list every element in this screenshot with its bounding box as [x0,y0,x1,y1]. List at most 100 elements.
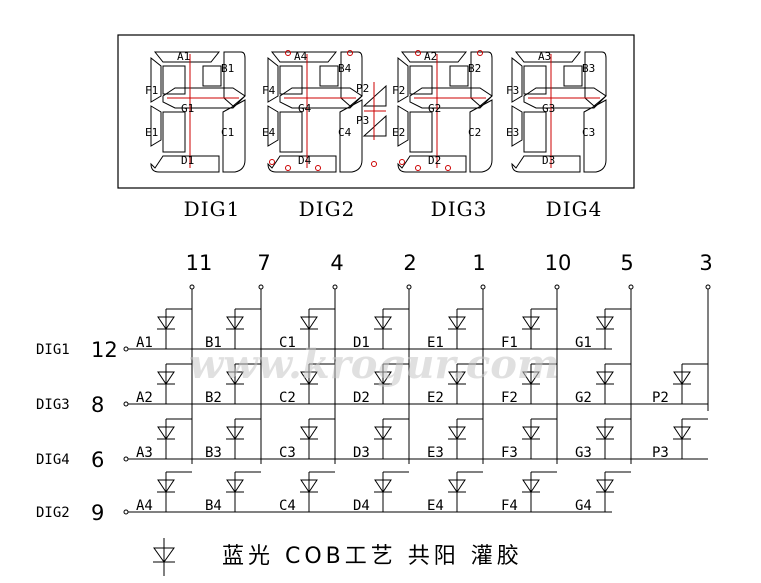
segment-e-inner [523,111,547,153]
row-pin-label: 6 [91,448,104,472]
diode-triangle [448,479,466,493]
segment-f [267,56,279,103]
segment-e-inner [162,111,186,153]
led-diode: F3 [501,418,557,461]
segment-a [270,51,338,63]
diode-triangle [374,479,392,493]
diode-triangle [157,371,175,385]
pin-dot [445,165,451,171]
led-label: G4 [575,498,592,514]
row-pin-terminal [123,456,129,462]
pin-dot [477,50,483,56]
pin-dot [399,159,405,165]
seg-label-c: C2 [468,126,481,139]
segment-d [397,155,467,173]
digit-caption: DIG2 [299,197,356,221]
led-diode: P3 [652,418,708,461]
diode-triangle [157,316,175,330]
led-label: A4 [136,498,153,514]
led-diode: G1 [575,308,631,351]
column-pin-label: 7 [257,251,270,275]
seg-label-a: A3 [538,50,551,63]
diode-triangle [596,371,614,385]
seg-label-e: E3 [506,126,519,139]
diode-triangle [226,316,244,330]
led-diode: F1 [501,308,557,351]
segment-d [267,155,337,173]
diode-triangle [596,426,614,440]
segment-c [222,99,246,173]
led-diode: G2 [575,363,631,406]
segment-d [150,155,220,173]
segment-b-inner [319,65,339,87]
led-label: D4 [353,498,370,514]
led-label: F1 [501,335,518,351]
legend: 蓝光 COB工艺 共阳 灌胶 [153,538,523,576]
led-label: A2 [136,390,153,406]
seg-label-e: E4 [262,126,276,139]
seg-label-c: C3 [582,126,595,139]
column-pin-label: 1 [472,251,485,275]
segment-b [223,51,246,107]
led-label: F2 [501,390,518,406]
diode-triangle [300,371,318,385]
led-diode: D1 [353,308,409,351]
seg-label-d: D1 [181,154,194,167]
diode-triangle [300,479,318,493]
pin-dot [347,50,353,56]
segment-a [153,51,221,63]
segment-e-inner [409,111,433,153]
row-pin-terminal [123,509,129,515]
segment-b [584,51,607,107]
led-label: E3 [427,445,444,461]
led-label: F4 [501,498,518,514]
row-pin-label: 9 [91,501,104,525]
legend-caption: 蓝光 COB工艺 共阳 灌胶 [222,544,523,569]
led-diode: D4 [353,471,409,514]
led-diode: F4 [501,471,557,514]
led-label: D2 [353,390,370,406]
diode-triangle [300,426,318,440]
led-label: B3 [205,445,222,461]
diode-triangle [448,371,466,385]
diode-icon [153,538,175,576]
seg-label-e: E1 [145,126,158,139]
led-label: C3 [279,445,296,461]
column-pin-label: 11 [186,251,213,275]
seg-label-f: F2 [392,84,405,97]
segment-c [469,99,493,173]
led-diode: G3 [575,418,631,461]
diode-triangle [673,371,691,385]
column-pin-terminal [628,284,634,290]
row-pin-label: 8 [91,393,104,417]
column-pin-terminal [406,284,412,290]
diode-triangle [673,426,691,440]
led-label: F3 [501,445,518,461]
seg-label-d: D3 [542,154,555,167]
legend-triangle [153,547,175,563]
row-name-label: DIG1 [36,342,70,358]
pin-dot [315,165,321,171]
segment-a [514,51,582,63]
colon [362,82,387,167]
seg-label-b: B3 [582,62,595,75]
led-label: C2 [279,390,296,406]
led-diode: F2 [501,363,557,406]
segment-b [470,51,493,107]
seg-label-g: G4 [298,102,312,115]
segment-f [397,56,409,103]
segment-f-inner [409,65,433,95]
segment-f [511,56,523,103]
led-diode: A4 [136,471,192,514]
segment-f-inner [162,65,186,95]
led-label: E2 [427,390,444,406]
diode-triangle [522,426,540,440]
seg-label-d: D2 [428,154,441,167]
column-pin-label: 5 [620,251,633,275]
seg-label-b: B1 [221,62,234,75]
led-label: A3 [136,445,153,461]
diode-triangle [448,426,466,440]
diode-triangle [157,479,175,493]
